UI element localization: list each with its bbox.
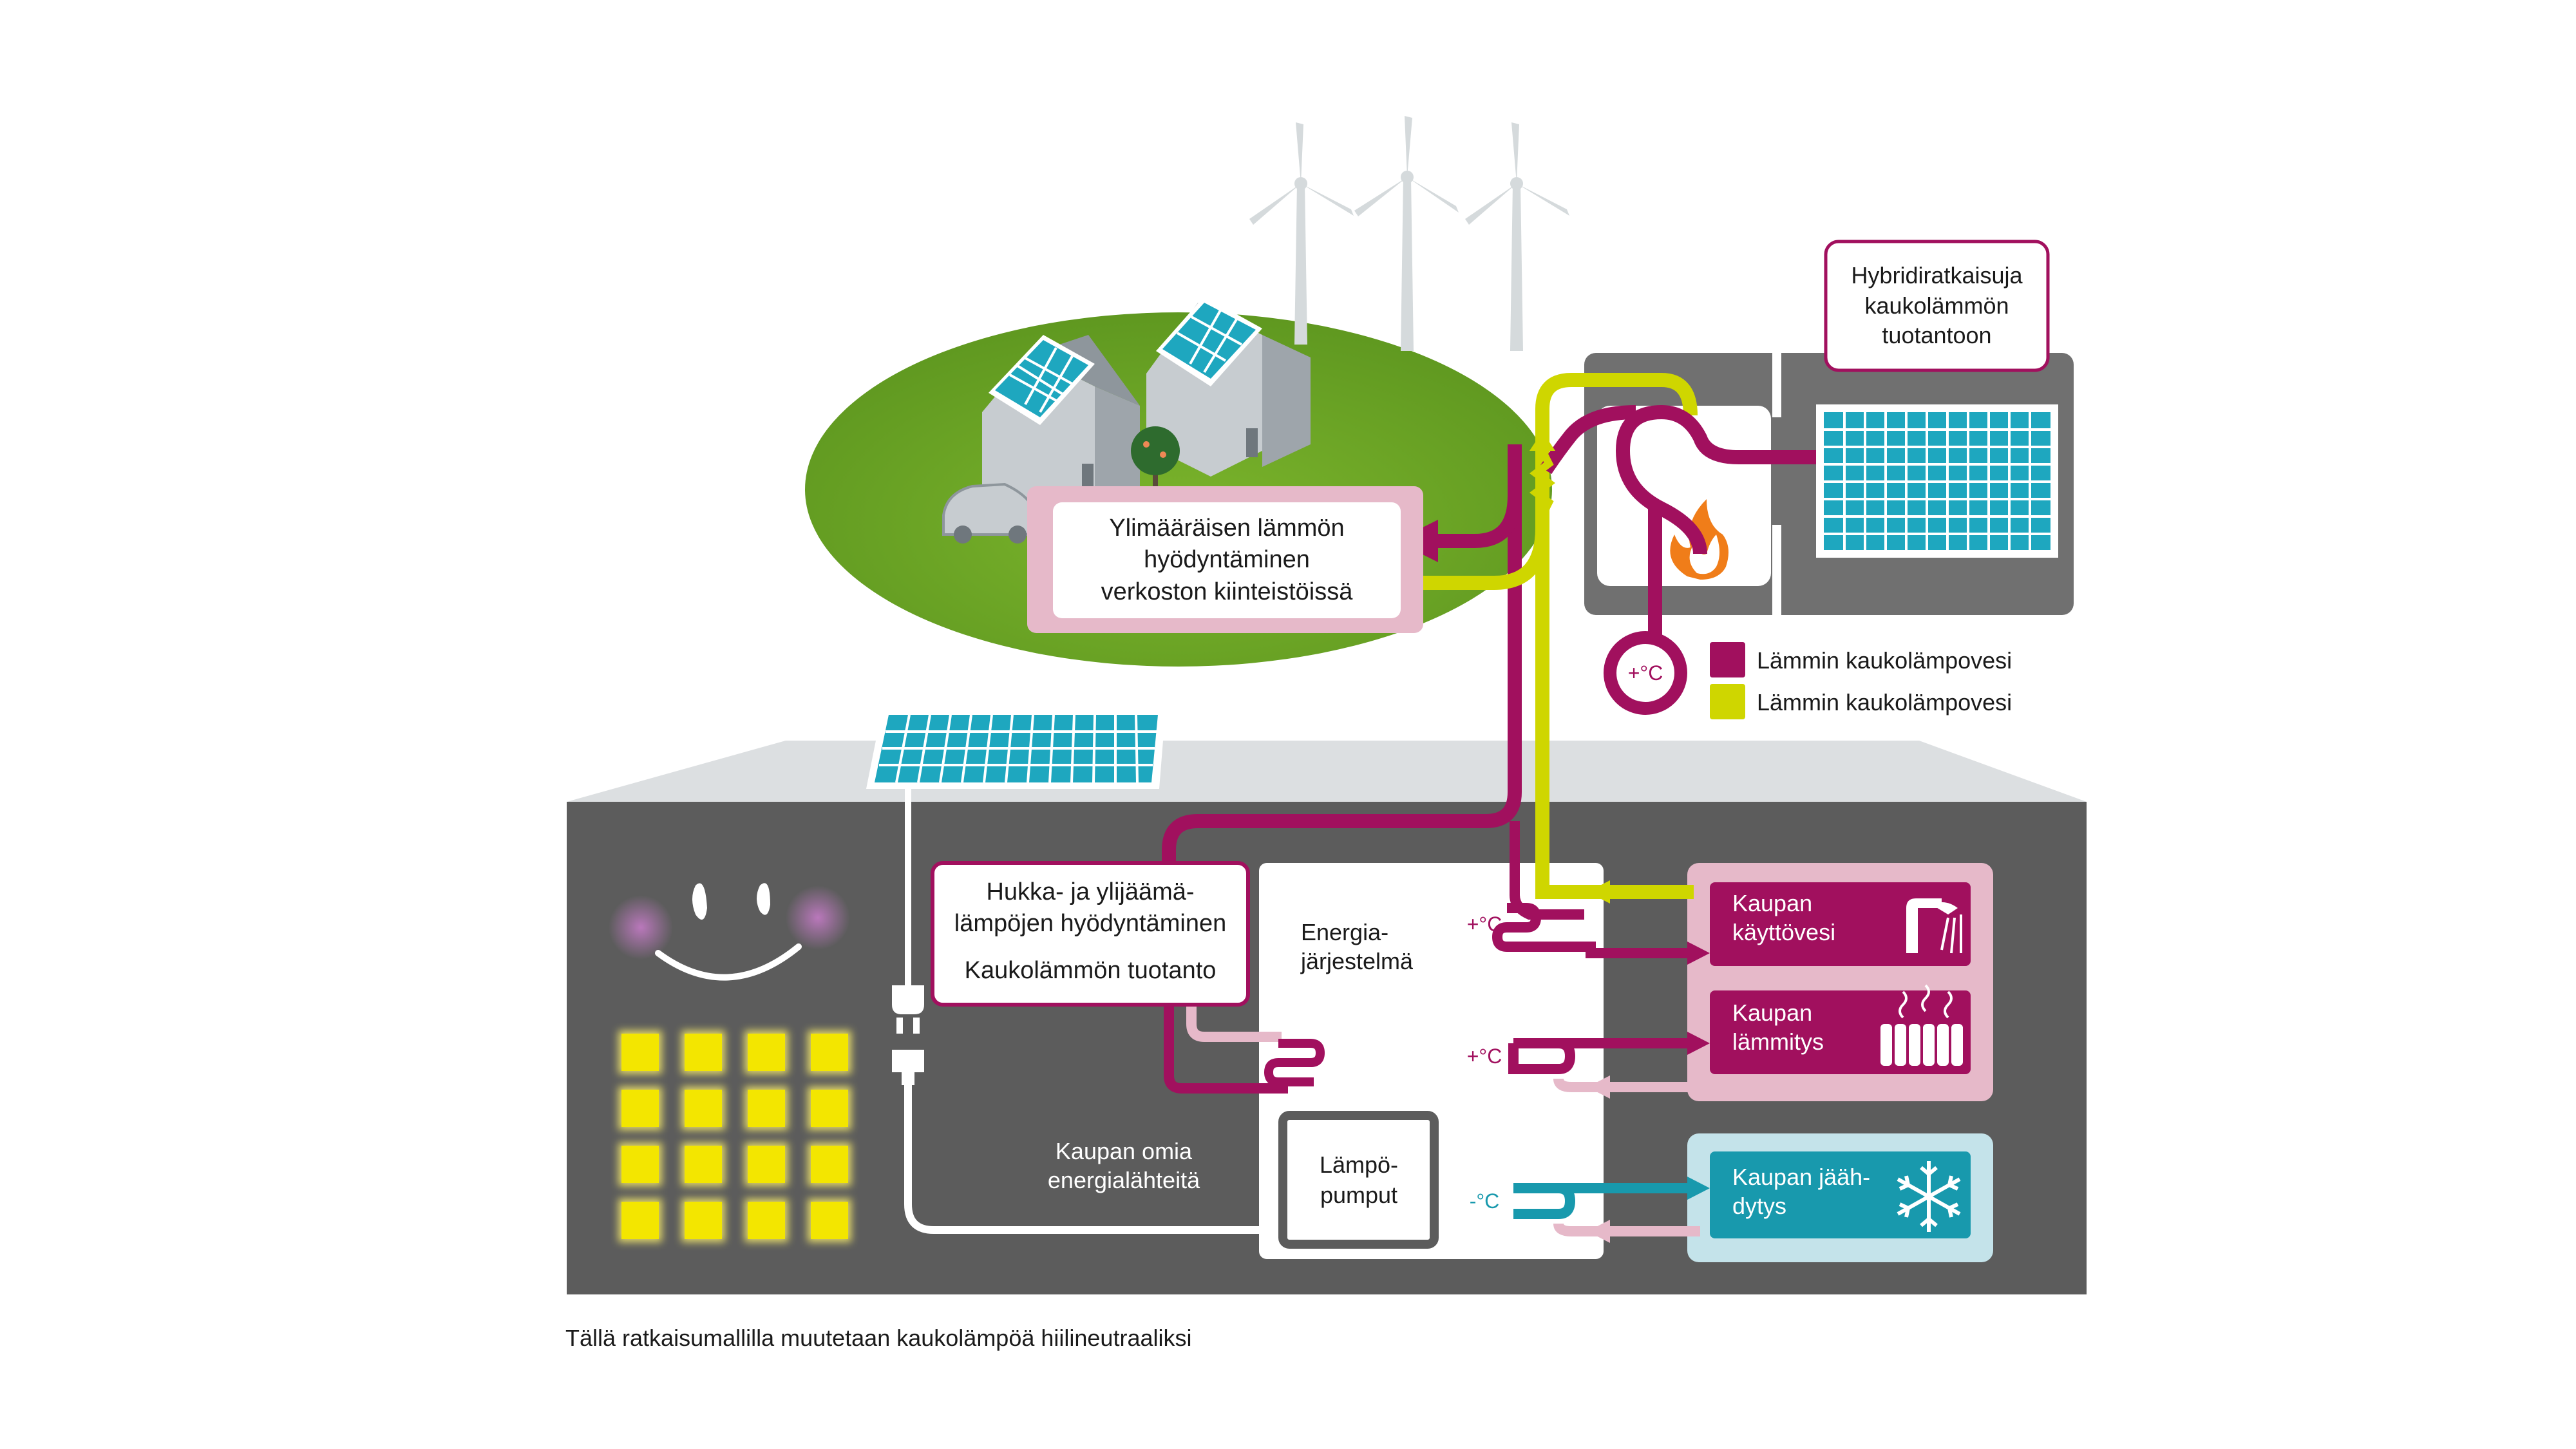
legend-label-magenta: Lämmin kaukolämpovesi xyxy=(1757,647,2012,674)
power-plug-icon xyxy=(892,985,924,1085)
lower-heat-exchanger xyxy=(1264,1039,1325,1086)
yellow-pipe-down xyxy=(1535,869,1694,899)
hybrid-label-box xyxy=(1824,240,2050,372)
temp-label-hot-water: +°C xyxy=(1466,913,1502,936)
heat-pumps-label: Lämpö-pumput xyxy=(1319,1151,1399,1208)
magenta-pipe-down xyxy=(1162,444,1522,863)
tree-icon xyxy=(1131,426,1180,499)
temp-label-heating: +°C xyxy=(1466,1045,1502,1068)
waste-heat-label: Hukka- ja ylijäämä-lämpöjen hyödyntämine… xyxy=(954,878,1227,937)
shower-icon xyxy=(1906,898,1962,954)
arrow-to-heating xyxy=(1687,1032,1710,1055)
snowflake-icon xyxy=(1897,1161,1961,1232)
energy-system-label: Energia-järjestelmä xyxy=(1301,919,1414,974)
magenta-pipe-left xyxy=(1539,405,1636,475)
house-right-icon xyxy=(1146,296,1311,477)
radiator-icon xyxy=(1880,984,1963,1066)
arrow-heating-return xyxy=(1587,1075,1610,1099)
excess-heat-box xyxy=(1053,502,1401,618)
power-cable xyxy=(904,1085,1288,1234)
heat-pumps-box xyxy=(1278,1111,1439,1249)
arrow-to-cooling xyxy=(1687,1177,1710,1200)
legend-label-yellow: Lämmin kaukolämpovesi xyxy=(1757,689,2012,715)
arrow-to-hot-water xyxy=(1687,942,1710,965)
district-production-label: Kaukolämmön tuotanto xyxy=(964,957,1217,985)
magenta-pipe-boiler xyxy=(1615,404,1816,554)
cooling-label: Kaupan jääh-dytys xyxy=(1732,1164,1871,1219)
temp-label-cooling: -°C xyxy=(1469,1189,1500,1213)
plant-solar-panel-icon xyxy=(1816,404,2058,558)
waste-heat-pipe xyxy=(1164,863,1288,1094)
yellow-pipe-top xyxy=(1535,373,1698,869)
store-windows xyxy=(618,1030,851,1242)
house-left-icon xyxy=(982,335,1140,522)
store-roof xyxy=(567,741,2087,802)
hot-water-box xyxy=(1710,882,1971,966)
arrow-yellow-into-store xyxy=(1587,880,1610,904)
smiley-icon xyxy=(609,883,850,981)
caption: Tällä ratkaisumallilla muutetaan kaukolä… xyxy=(565,1325,1192,1351)
electric-car-icon xyxy=(942,482,1046,544)
plant-temp-label: +°C xyxy=(1627,661,1663,685)
magenta-pipe-to-excess xyxy=(1396,495,1522,562)
waste-heat-box xyxy=(931,861,1250,1007)
wind-turbines-icon xyxy=(1249,116,1569,351)
rooftop-solar-panel-icon xyxy=(866,708,1166,985)
arrow-cooling-return xyxy=(1587,1220,1610,1243)
yellow-pipe-from-excess xyxy=(1417,527,1549,590)
arrow-yellow-to-excess xyxy=(1530,431,1555,451)
plant-thermometer xyxy=(1604,631,1687,715)
top-heat-exchanger xyxy=(1530,449,1555,517)
legend-swatch-magenta xyxy=(1710,642,1745,677)
legend-swatch-yellow xyxy=(1710,684,1745,719)
